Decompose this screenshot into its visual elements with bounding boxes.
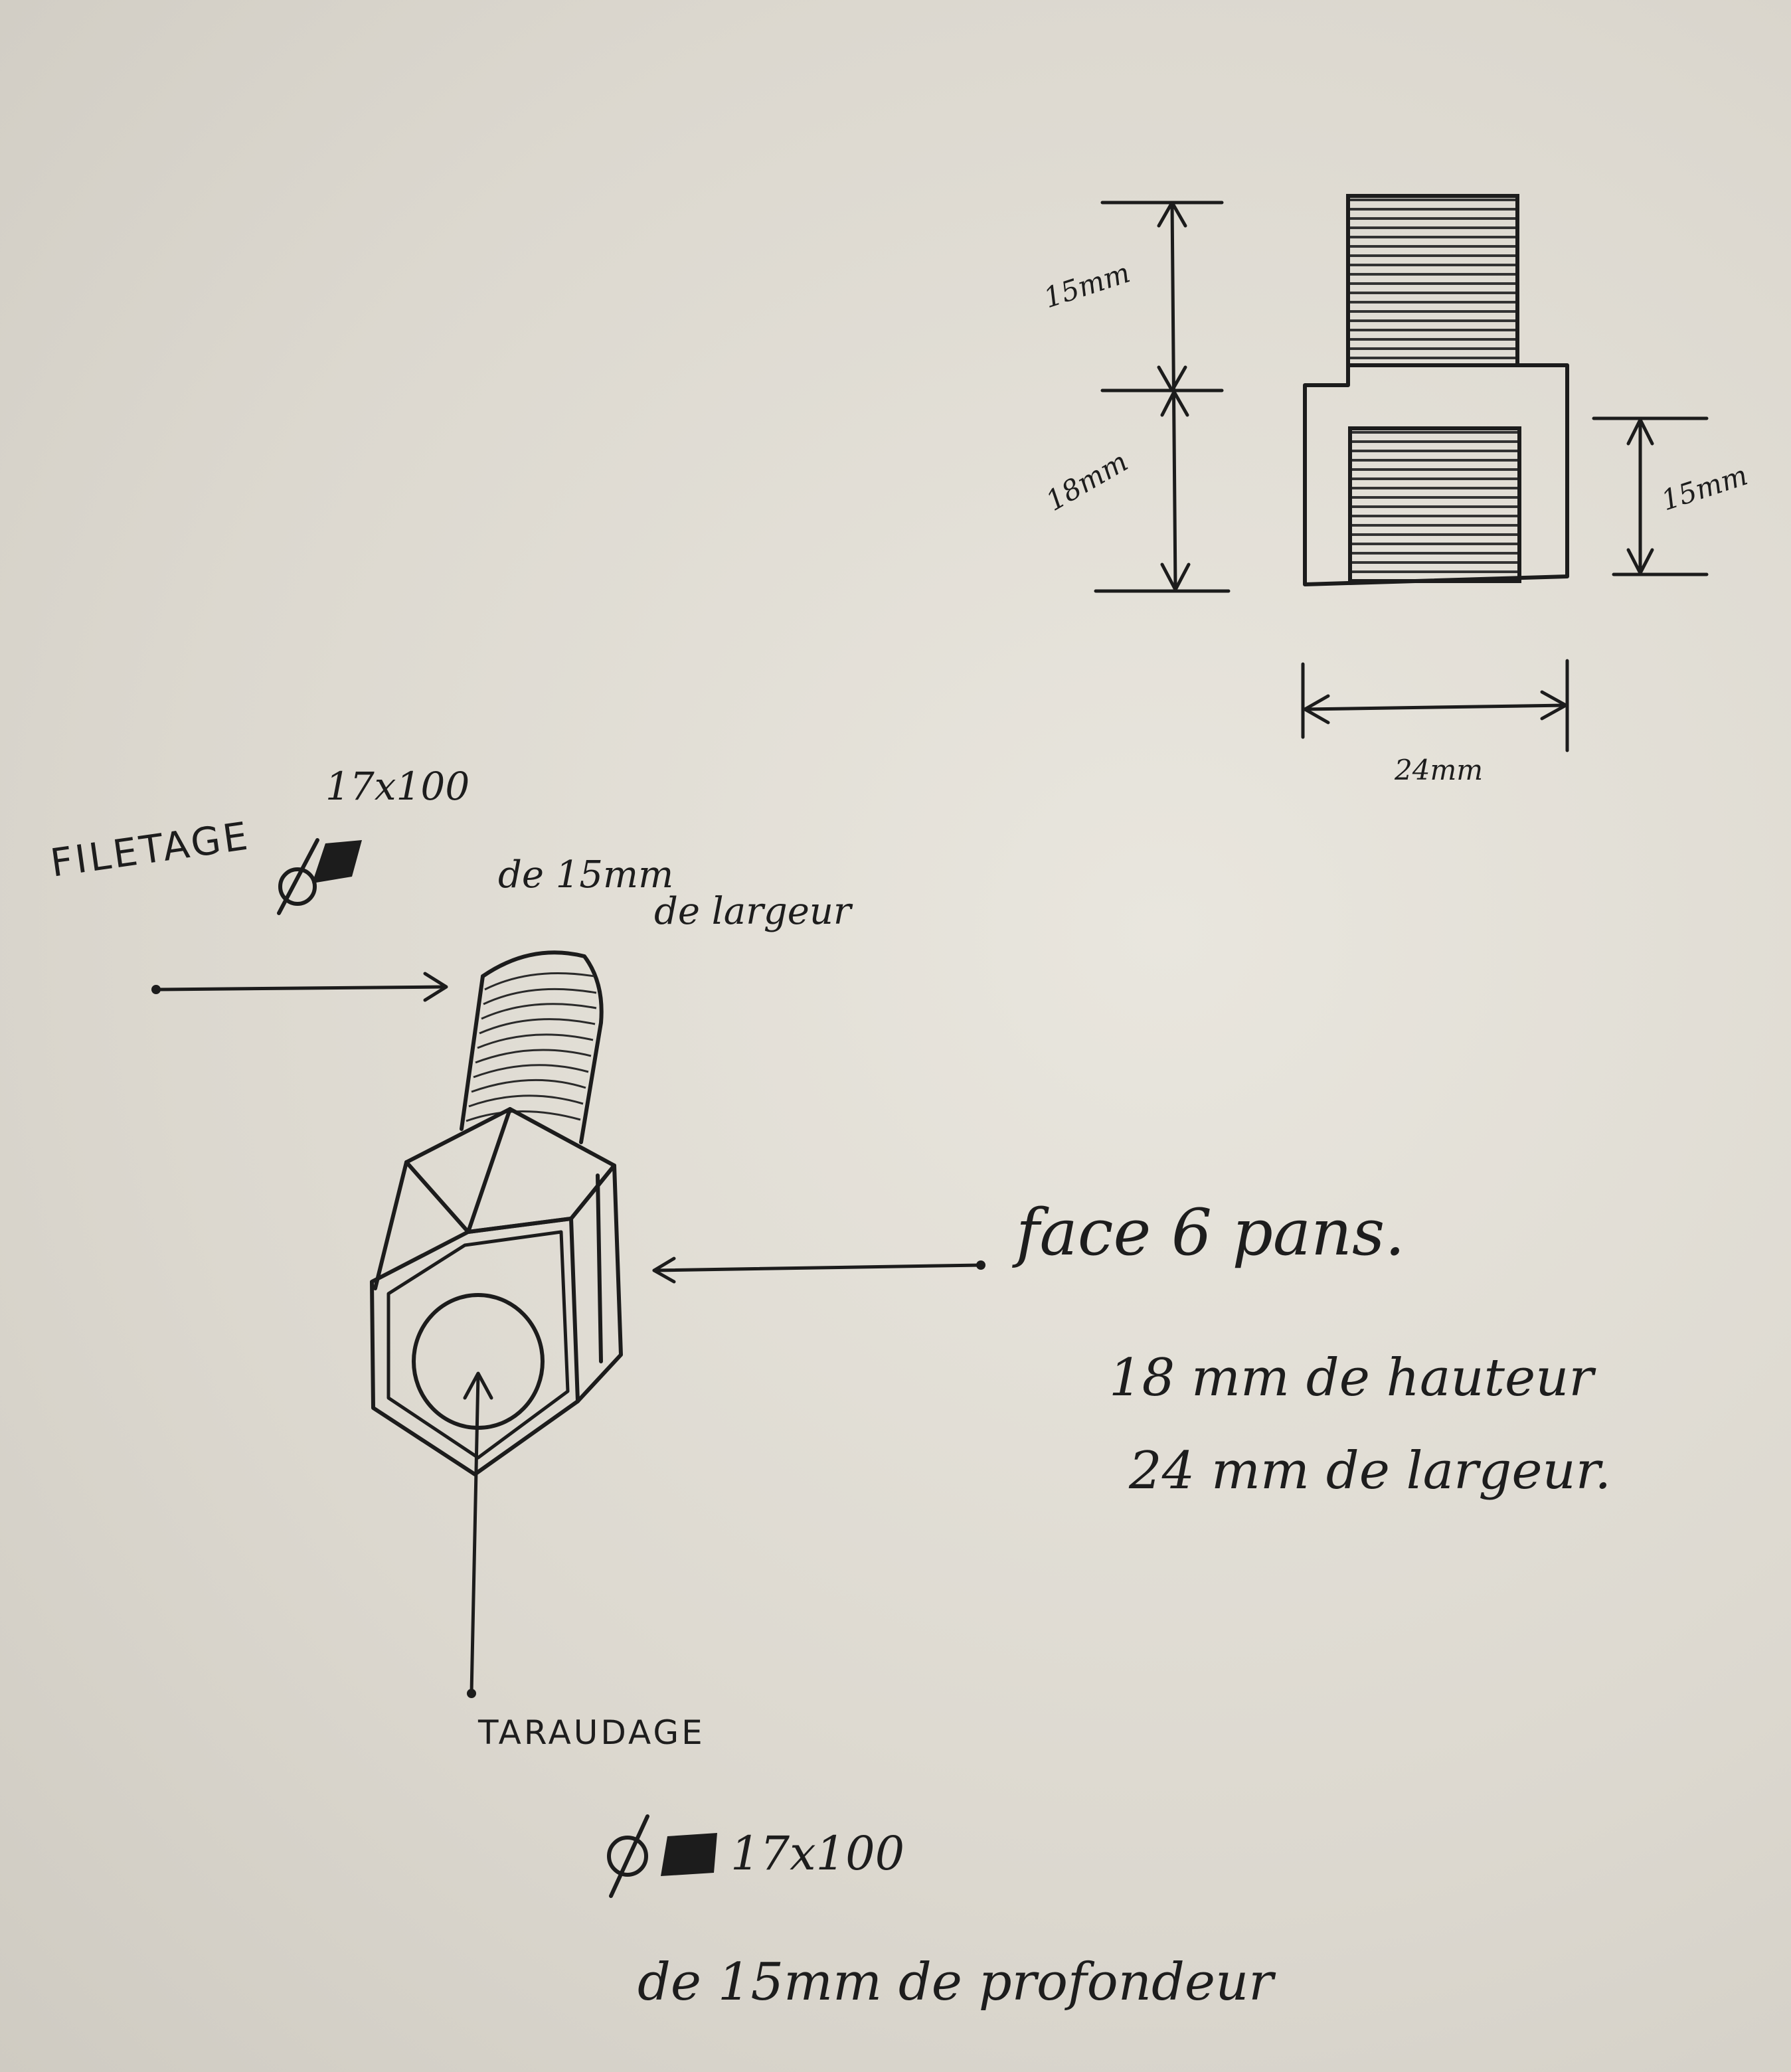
taraudage-depth: de 15mm de profondeur xyxy=(638,1952,1274,2012)
iso-hex-body xyxy=(370,1107,623,1476)
face-width: 24 mm de largeur. xyxy=(1129,1441,1612,1501)
taraudage-title: TARAUDAGE xyxy=(478,1713,705,1752)
dimension-right xyxy=(1592,416,1709,576)
hex-body-outline xyxy=(1303,363,1569,586)
filetage-width-line1: de 15mm xyxy=(498,853,674,897)
face-height: 18 mm de hauteur xyxy=(1109,1348,1594,1408)
taraudage-spec: 17x100 xyxy=(730,1826,905,1881)
iso-stud xyxy=(460,950,604,1144)
diameter-icon-filetage xyxy=(277,838,362,915)
isometric-part xyxy=(370,950,623,1476)
leader-filetage xyxy=(151,972,448,1002)
bore-thread-hatch xyxy=(1348,426,1521,583)
dim-label-24mm: 24mm xyxy=(1395,754,1484,786)
diameter-icon-taraudage xyxy=(607,1814,717,1898)
side-view xyxy=(1094,194,1709,752)
filetage-spec: 17x100 xyxy=(325,764,470,809)
dimension-bottom xyxy=(1301,659,1569,752)
leader-face xyxy=(652,1256,985,1284)
dimension-left xyxy=(1094,201,1231,593)
filetage-width-line2: de largeur xyxy=(654,890,851,933)
leader-taraudage xyxy=(463,1371,493,1698)
face-title: face 6 pans. xyxy=(1016,1195,1405,1270)
stud-thread-hatch xyxy=(1346,194,1519,367)
